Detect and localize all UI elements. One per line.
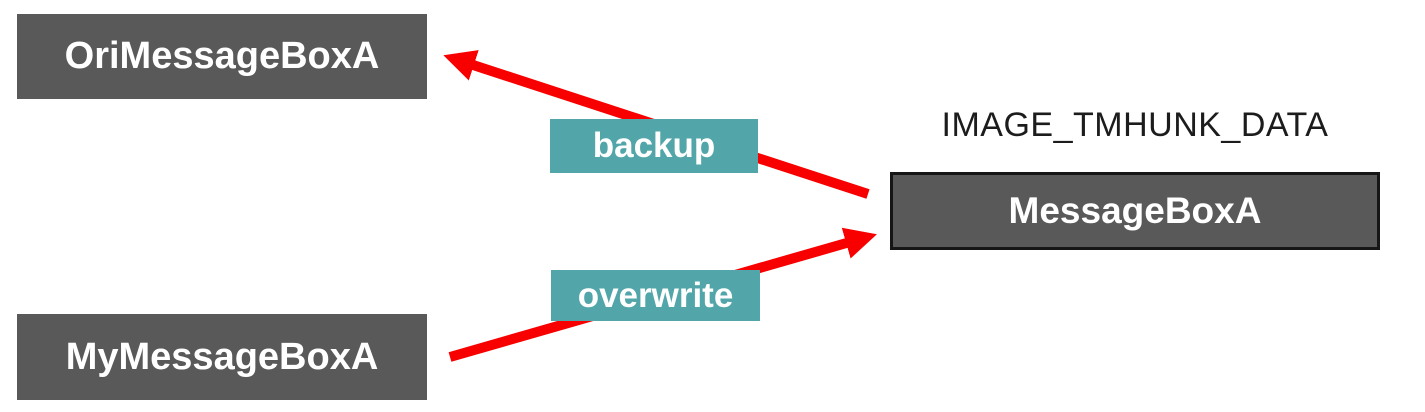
node-ori-messageboxa: OriMessageBoxA [17, 14, 427, 99]
node-my-label: MyMessageBoxA [65, 335, 379, 378]
backup-label: backup [592, 126, 716, 165]
backup-label-chip: backup [550, 119, 758, 173]
node-ori-label: OriMessageBoxA [64, 35, 380, 77]
overwrite-label: overwrite [577, 275, 734, 315]
image-tmhunk-data-caption: IMAGE_TMHUNK_DATA [941, 106, 1329, 144]
node-target-label: MessageBoxA [1008, 190, 1262, 231]
node-my-messageboxa: MyMessageBoxA [17, 314, 427, 400]
overwrite-label-chip: overwrite [551, 270, 760, 321]
node-messageboxa: MessageBoxA [890, 172, 1380, 250]
